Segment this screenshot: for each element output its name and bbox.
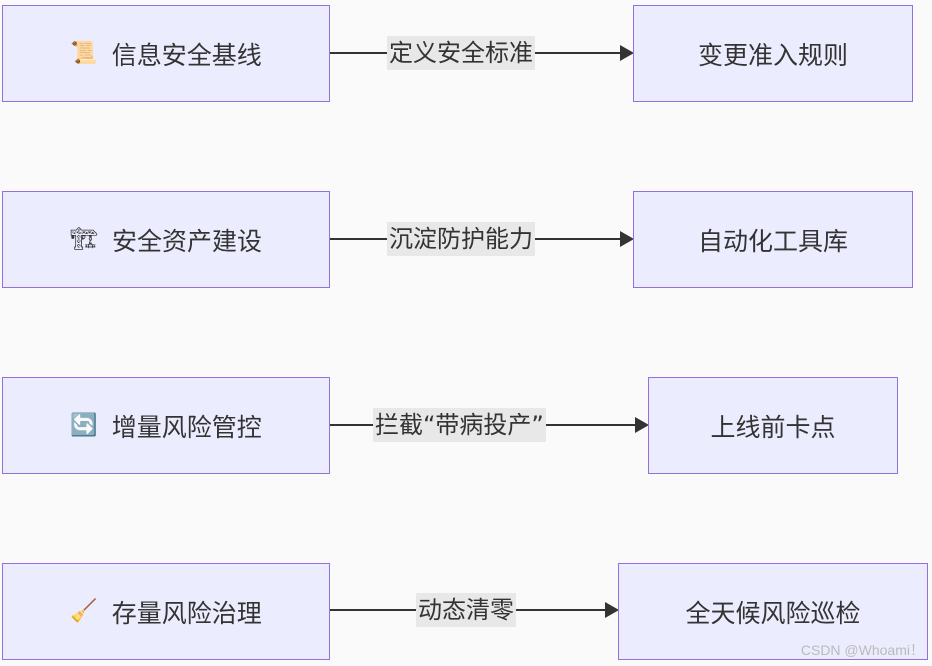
broom-icon: 🧹	[70, 598, 98, 624]
refresh-icon: 🔄	[70, 412, 98, 438]
node-automation-toolkit: 自动化工具库	[633, 191, 913, 288]
construction-crane-icon: 🏗	[70, 226, 98, 252]
node-label: 自动化工具库	[697, 226, 848, 256]
node-pre-launch-checkpoint: 上线前卡点	[648, 377, 898, 474]
node-label: 存量风险治理	[111, 598, 262, 628]
node-existing-risk-governance: 🧹 存量风险治理	[2, 563, 330, 660]
arrowhead	[620, 231, 634, 247]
node-label: 上线前卡点	[710, 412, 836, 442]
edge-label: 定义安全标准	[387, 36, 535, 70]
arrowhead	[605, 602, 619, 618]
arrowhead	[635, 417, 649, 433]
edge-label: 动态清零	[416, 593, 516, 627]
node-label: 全天候风险巡检	[685, 598, 861, 628]
node-security-baseline: 📜 信息安全基线	[2, 5, 330, 102]
node-label: 变更准入规则	[697, 40, 848, 70]
scroll-icon: 📜	[70, 40, 98, 66]
node-label: 增量风险管控	[111, 412, 262, 442]
node-change-admission-rules: 变更准入规则	[633, 5, 913, 102]
node-label: 安全资产建设	[111, 226, 262, 256]
edge-label: 拦截“带病投产”	[373, 408, 546, 442]
node-incremental-risk-control: 🔄 增量风险管控	[2, 377, 330, 474]
watermark: CSDN @Whoami！	[800, 642, 924, 658]
arrowhead	[620, 45, 634, 61]
node-24x7-risk-inspection: 全天候风险巡检	[618, 563, 928, 660]
node-label: 信息安全基线	[111, 40, 262, 70]
edge-label: 沉淀防护能力	[387, 222, 535, 256]
node-security-asset-building: 🏗 安全资产建设	[2, 191, 330, 288]
